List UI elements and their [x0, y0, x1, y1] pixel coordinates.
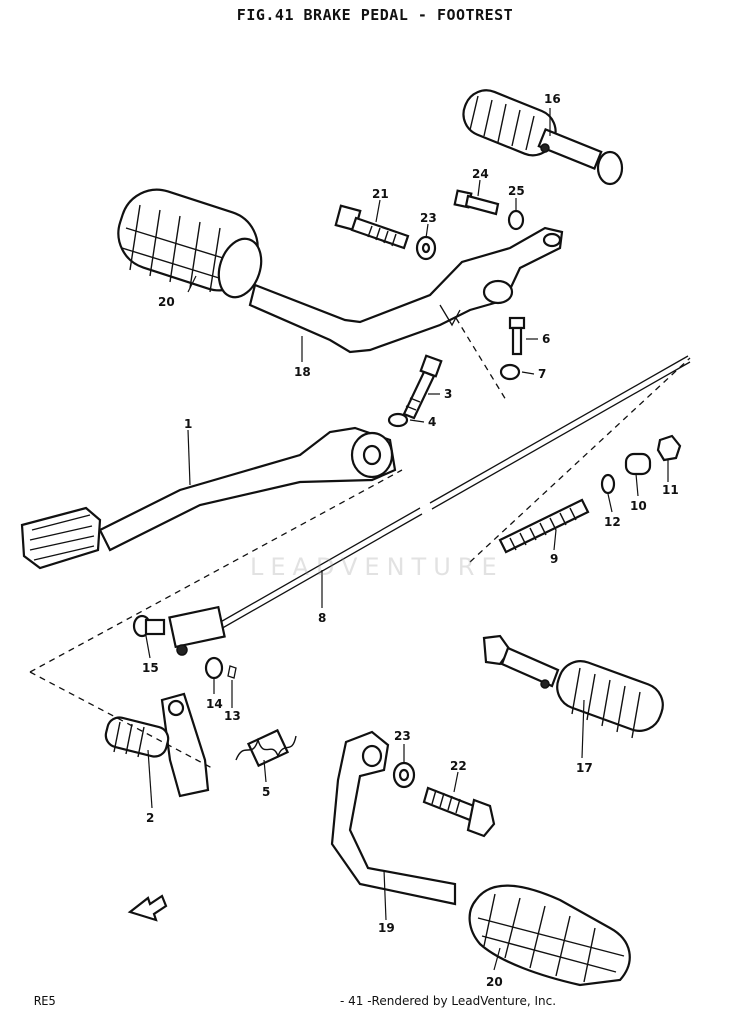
part-17-footrest — [482, 634, 664, 739]
callout-labels: 16 21 23 24 25 20 18 6 7 3 4 1 8 9 12 10… — [142, 92, 679, 989]
callout-18: 18 — [294, 365, 311, 379]
callout-20-upper: 20 — [158, 295, 175, 309]
part-18-footrest-bracket — [248, 226, 564, 354]
part-22-bolt — [422, 786, 496, 838]
page-credit: - 41 -Rendered by LeadVenture, Inc. — [340, 994, 557, 1008]
part-25-washer — [507, 209, 525, 231]
part-19-footrest-bracket — [330, 730, 457, 906]
callout-leader-lines — [145, 108, 669, 971]
part-24-bolt — [453, 189, 500, 216]
part-9-rod-thread — [498, 498, 590, 554]
callout-15: 15 — [142, 661, 159, 675]
callout-16: 16 — [544, 92, 561, 106]
callout-23-upper: 23 — [420, 211, 437, 225]
callout-2: 2 — [146, 811, 154, 825]
callout-25: 25 — [508, 184, 525, 198]
callout-19: 19 — [378, 921, 395, 935]
part-13-clip — [227, 665, 237, 679]
part-20-footrest-rubber-upper — [117, 188, 263, 299]
part-5-spring — [235, 728, 297, 768]
callout-1: 1 — [184, 417, 192, 431]
model-code: RE5 — [34, 994, 56, 1008]
part-3-bolt — [402, 354, 443, 420]
callout-17: 17 — [576, 761, 593, 775]
callout-5: 5 — [262, 785, 270, 799]
front-direction-arrow-icon — [127, 894, 168, 922]
part-1-brake-pedal — [20, 426, 397, 570]
part-12-washer — [600, 473, 616, 495]
part-11-nut — [656, 434, 682, 462]
part-23-washer-upper — [415, 235, 437, 261]
callout-10: 10 — [630, 499, 647, 513]
callout-13: 13 — [224, 709, 241, 723]
callout-22: 22 — [450, 759, 467, 773]
part-20-footrest-rubber-lower — [468, 884, 631, 987]
part-10-joint — [624, 452, 652, 476]
part-6-bolt — [508, 316, 526, 356]
callout-21: 21 — [372, 187, 389, 201]
callout-24: 24 — [472, 167, 489, 181]
callout-23-lower: 23 — [394, 729, 411, 743]
callout-14: 14 — [206, 697, 223, 711]
part-16-footrest — [462, 89, 624, 186]
part-15-pin — [132, 614, 166, 638]
part-14-washer — [204, 656, 224, 680]
callout-20-lower: 20 — [486, 975, 503, 989]
callout-3: 3 — [444, 387, 452, 401]
part-4-washer — [387, 412, 409, 428]
assembly-guide-lines — [29, 317, 691, 769]
part-8-brake-rod — [168, 355, 691, 656]
callout-9: 9 — [550, 552, 558, 566]
callout-6: 6 — [542, 332, 550, 346]
callout-4: 4 — [428, 415, 436, 429]
callout-11: 11 — [662, 483, 679, 497]
figure-title: FIG.41 BRAKE PEDAL - FOOTREST — [236, 6, 514, 24]
callout-12: 12 — [604, 515, 621, 529]
part-2-brake-lever — [104, 692, 210, 798]
part-23-washer-lower — [392, 761, 416, 789]
part-21-bolt — [334, 204, 410, 250]
part-7-nut — [499, 363, 521, 381]
watermark: LEADVENTURE — [250, 553, 504, 581]
callout-7: 7 — [538, 367, 546, 381]
callout-8: 8 — [318, 611, 326, 625]
